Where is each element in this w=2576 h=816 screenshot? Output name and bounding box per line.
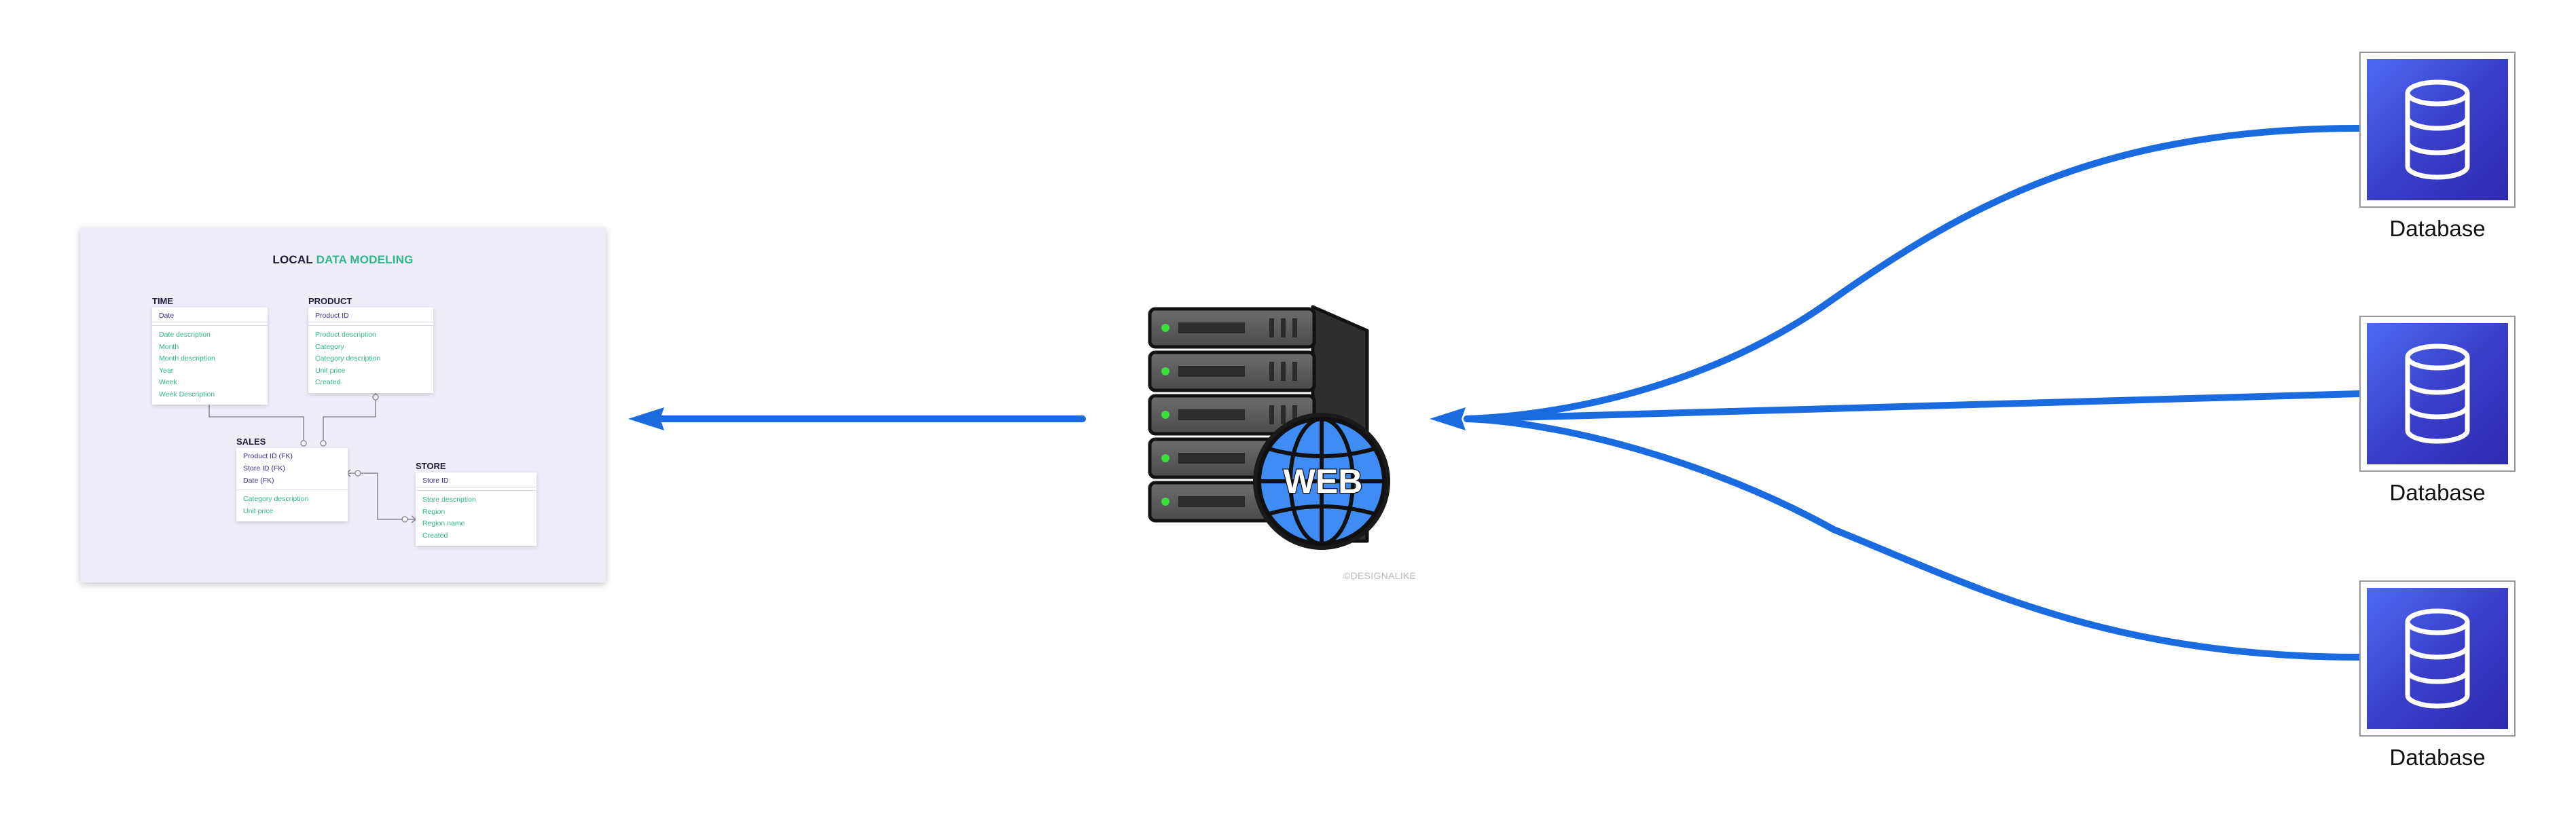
table-product-attr: Unit price bbox=[315, 366, 346, 375]
database-label: Database bbox=[2389, 745, 2486, 770]
table-sales-body: Product ID (FK) Store ID (FK) Date (FK) … bbox=[236, 448, 348, 521]
database-label: Database bbox=[2389, 480, 2486, 505]
table-store-attr: Region name bbox=[422, 519, 465, 527]
table-product: PRODUCT Product ID Product description C… bbox=[308, 295, 433, 393]
er-diagram-card: LOCAL DATA MODELING TIME Date bbox=[80, 227, 606, 582]
database-cylinder-icon bbox=[2405, 344, 2470, 444]
arrowhead-left-model bbox=[628, 407, 664, 430]
table-time-attr: Week bbox=[159, 378, 177, 386]
table-store-key: Store ID bbox=[416, 475, 537, 487]
table-time: TIME Date Date description Month Month d… bbox=[152, 295, 268, 405]
table-store: STORE Store ID Store description Region … bbox=[416, 460, 537, 546]
table-time-body: Date Date description Month Month descri… bbox=[152, 308, 268, 405]
table-product-attr: Category description bbox=[315, 354, 381, 363]
globe-icon: WEB bbox=[1253, 413, 1390, 550]
database-cylinder-icon bbox=[2405, 79, 2470, 180]
table-store-attr: Region bbox=[422, 507, 446, 516]
table-product-body: Product ID Product description Category … bbox=[308, 308, 433, 393]
table-sales: SALES Product ID (FK) Store ID (FK) Date… bbox=[236, 436, 348, 521]
er-title-local: LOCAL bbox=[272, 253, 313, 266]
watermark: ©DESIGNALIKE bbox=[1343, 570, 1417, 581]
table-time-attr: Week Description bbox=[159, 390, 215, 398]
table-time-attr: Year bbox=[159, 366, 174, 375]
table-product-attr: Product description bbox=[315, 331, 376, 339]
table-product-name: PRODUCT bbox=[308, 296, 352, 306]
table-time-attr: Month description bbox=[159, 354, 215, 363]
table-sales-key: Product ID (FK) bbox=[243, 452, 293, 460]
table-sales-attr: Unit price bbox=[243, 506, 274, 515]
er-diagram-title: LOCAL DATA MODELING bbox=[80, 253, 606, 267]
table-sales-name: SALES bbox=[236, 437, 266, 447]
database-cylinder-icon bbox=[2405, 608, 2470, 709]
table-time-attr: Month bbox=[159, 342, 179, 351]
web-server-icon: WEB bbox=[1148, 305, 1390, 550]
database-label: Database bbox=[2389, 216, 2486, 241]
table-product-key: Product ID bbox=[308, 310, 433, 322]
arrow-db3-to-server bbox=[1464, 415, 2363, 661]
arrow-db2-to-server bbox=[1464, 390, 2363, 422]
table-time-key: Date bbox=[152, 310, 268, 322]
table-sales-key: Store ID (FK) bbox=[243, 464, 285, 472]
table-store-attr: Store description bbox=[422, 496, 476, 504]
arrowhead-left-server bbox=[1430, 407, 1466, 430]
table-store-attr: Created bbox=[422, 531, 448, 540]
table-product-attr: Category bbox=[315, 342, 344, 351]
table-time-attr: Date description bbox=[159, 331, 211, 339]
table-sales-key: Date (FK) bbox=[243, 477, 274, 485]
globe-web-text: WEB bbox=[1284, 462, 1363, 500]
er-title-data-modeling: DATA MODELING bbox=[316, 253, 414, 266]
table-product-attr: Created bbox=[315, 378, 341, 386]
table-time-name: TIME bbox=[152, 296, 174, 306]
table-store-name: STORE bbox=[416, 461, 446, 471]
arrow-db1-to-server bbox=[1464, 125, 2363, 422]
table-store-body: Store ID Store description Region Region… bbox=[416, 472, 537, 546]
table-sales-attr: Category description bbox=[243, 495, 309, 503]
